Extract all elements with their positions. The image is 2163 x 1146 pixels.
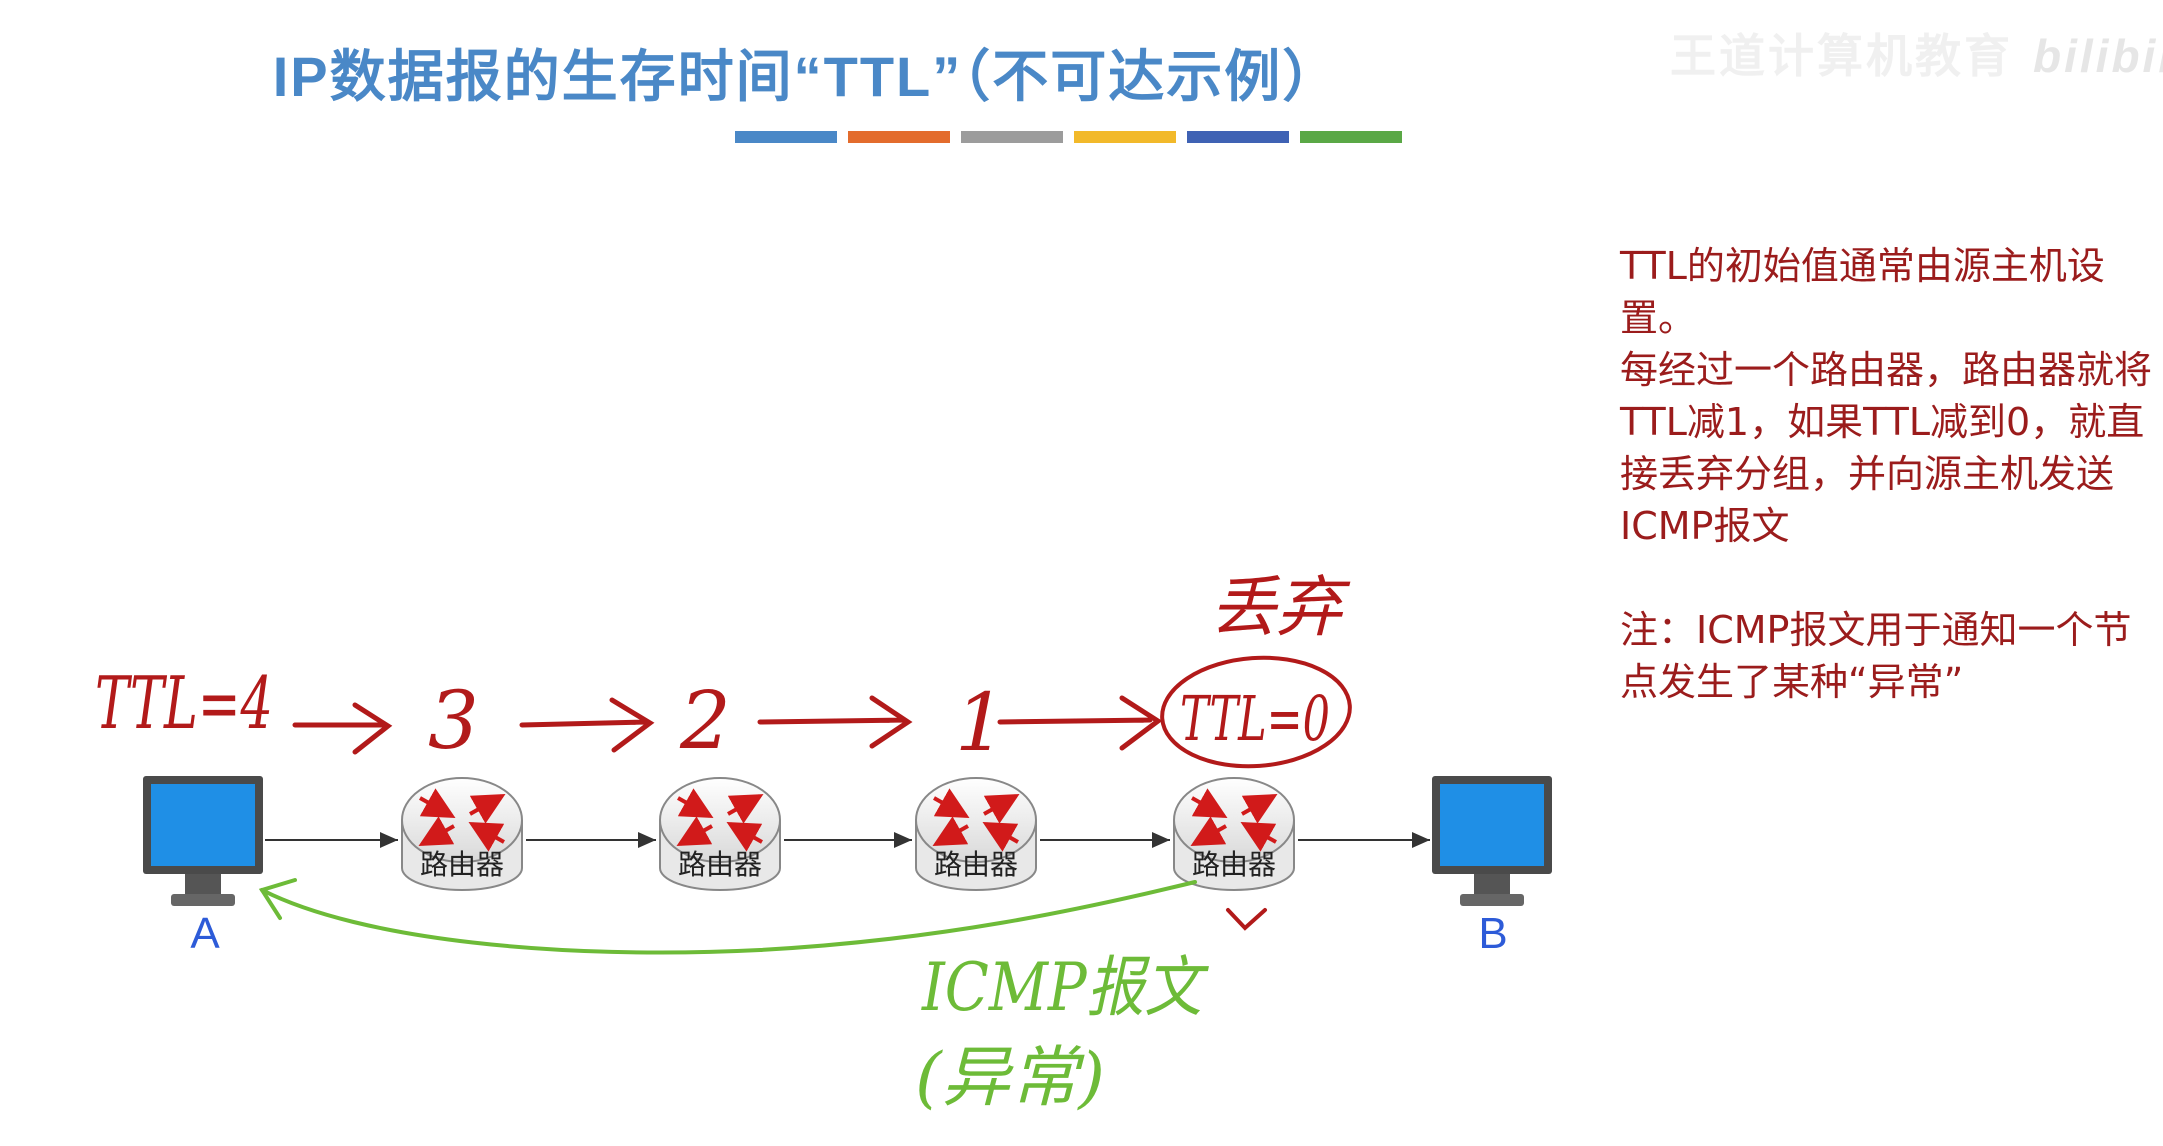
icmp-return: ICMP报文 (异常) [258, 878, 1209, 1116]
check-mark-icon [1226, 908, 1267, 931]
explanation-note: TTL的初始值通常由源主机设置。 每经过一个路由器，路由器就将TTL减1，如果T… [1620, 240, 2160, 708]
router-label: 路由器 [678, 848, 762, 881]
host-a-label: A [190, 909, 220, 958]
hop-value-3: 1 [955, 676, 1006, 769]
ttl-end-text: TTL=0 [1180, 682, 1330, 755]
router-1: 路由器 [402, 778, 522, 890]
host-b [1432, 776, 1552, 906]
discard-text: 丢弃 [1210, 569, 1351, 646]
ttl-start-text: TTL=4 [95, 661, 273, 745]
router-label: 路由器 [420, 848, 504, 881]
title-color-bars [735, 131, 1405, 143]
hand-arrow-2 [519, 697, 655, 753]
title-bar-5 [1187, 131, 1289, 143]
title-bar-3 [961, 131, 1063, 143]
router-4: 路由器 [1174, 778, 1294, 890]
icmp-text: ICMP报文 [921, 949, 1209, 1026]
router-label: 路由器 [934, 848, 1018, 881]
note-line-1: TTL的初始值通常由源主机设置。 [1620, 244, 2105, 340]
watermark: 王道计算机教育 bilibili [1670, 20, 2163, 86]
title-bar-4 [1074, 131, 1176, 143]
icmp-arrow-head [258, 878, 297, 920]
ttl-annotations: TTL=4 3 2 1 TTL=0 丢弃 [95, 569, 1352, 931]
title-bar-6 [1300, 131, 1402, 143]
title-bar-1 [735, 131, 837, 143]
hand-arrow-4 [997, 695, 1163, 751]
page-title: IP数据报的生存时间“TTL”（不可达示例） [272, 45, 1341, 108]
router-2: 路由器 [660, 778, 780, 890]
bilibili-logo-icon: bilibili [2033, 30, 2163, 82]
router-3: 路由器 [916, 778, 1036, 890]
note-line-2: 每经过一个路由器，路由器就将TTL减1，如果TTL减到0，就直接丢弃分组，并向源… [1620, 348, 2153, 548]
icmp-note-text: (异常) [915, 1039, 1105, 1116]
hand-arrow-3 [757, 695, 913, 749]
computer-icon [1432, 776, 1552, 906]
host-a [143, 776, 263, 906]
router-label: 路由器 [1192, 848, 1276, 881]
note-line-3: 注：ICMP报文用于通知一个节点发生了某种“异常” [1620, 608, 2132, 704]
hand-arrow-1 [292, 702, 393, 755]
computer-icon [143, 776, 263, 906]
ttl-zero-circle [1160, 655, 1352, 769]
title-bar-2 [848, 131, 950, 143]
hop-value-1: 3 [428, 674, 479, 767]
host-b-label: B [1478, 909, 1507, 958]
watermark-text: 王道计算机教育 [1670, 29, 2013, 83]
hop-value-2: 2 [679, 674, 731, 767]
icmp-return-arrow [260, 880, 1197, 955]
